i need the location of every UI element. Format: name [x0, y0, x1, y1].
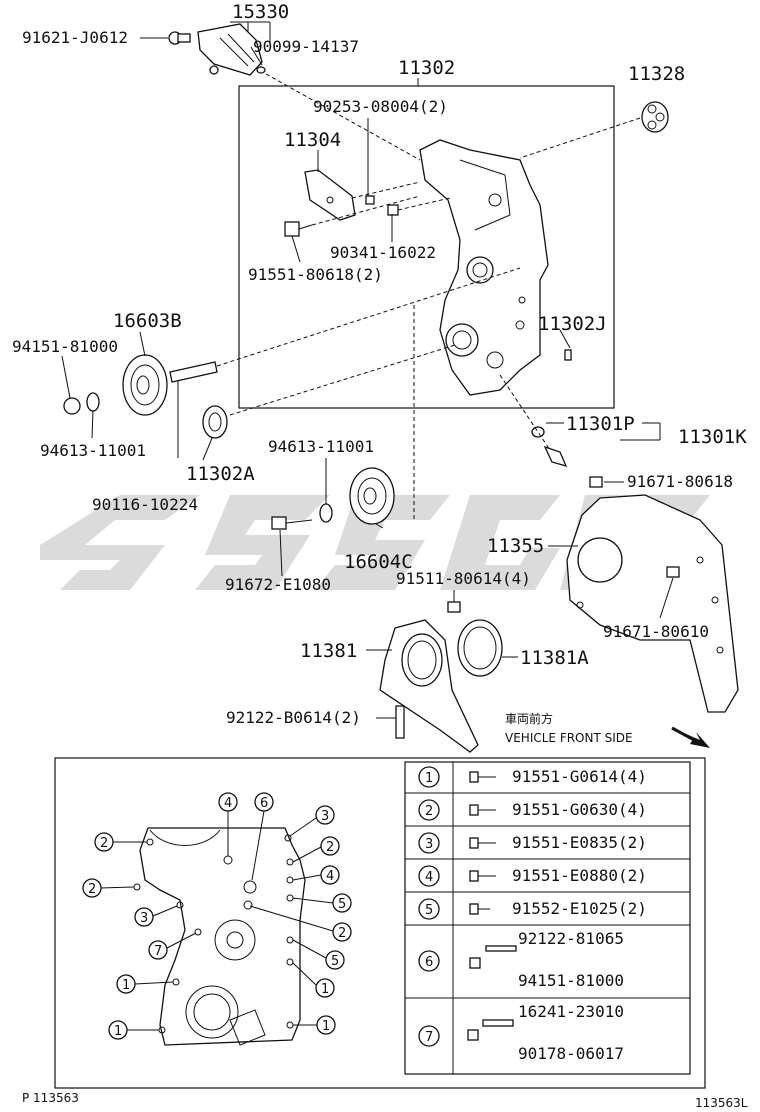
legend-part-6b: 94151-81000 — [518, 971, 624, 990]
label-90253: 90253-08004(2) — [313, 97, 448, 116]
legend-num-4: 4 — [425, 870, 433, 885]
label-11302a: 11302A — [186, 463, 255, 485]
legend-part-5: 91552-E1025(2) — [512, 899, 647, 918]
legend-num-5: 5 — [425, 903, 433, 918]
legend-part-4: 91551-E0880(2) — [512, 866, 647, 885]
label-91671-80610: 91671-80610 — [603, 622, 709, 641]
footer-right: 113563L — [695, 1096, 748, 1110]
callout-2b: 2 — [326, 840, 334, 855]
legend-num-2: 2 — [425, 804, 433, 819]
callout-2a: 2 — [100, 836, 108, 851]
pulley-16604c — [271, 467, 395, 530]
label-11381a: 11381A — [520, 647, 589, 669]
label-16603b: 16603B — [113, 310, 182, 332]
callout-5b: 5 — [331, 954, 339, 969]
bolt-detail-frame — [54, 757, 706, 1089]
legend-num-6: 6 — [425, 955, 433, 970]
bolt-icon — [467, 771, 517, 1041]
callout-7: 7 — [154, 944, 162, 959]
label-92122-b0614: 92122-B0614(2) — [226, 708, 361, 727]
label-90116: 90116-10224 — [92, 495, 198, 514]
label-11302: 11302 — [398, 57, 455, 79]
legend-part-2: 91551-G0630(4) — [512, 800, 647, 819]
label-11328: 11328 — [628, 63, 685, 85]
timing-cover — [419, 139, 549, 396]
legend-part-7b: 90178-06017 — [518, 1044, 624, 1063]
bolt-legend-table: 1 2 3 4 5 6 7 91551-G0614(4) 91551-G0630… — [404, 761, 691, 1075]
front-label-jp: 車両前方 — [505, 711, 553, 726]
label-15330: 15330 — [232, 1, 289, 23]
label-11355: 11355 — [487, 535, 544, 557]
label-94151-81000: 94151-81000 — [12, 337, 118, 356]
sensor-11301k — [531, 426, 568, 468]
end-plate-11355 — [566, 476, 739, 713]
part-labels: 15330 91621-J0612 90099-14137 11302 1132… — [12, 1, 747, 745]
bracket-11304 — [304, 169, 356, 221]
label-90341: 90341-16022 — [330, 243, 436, 262]
oil-control-valve — [168, 23, 266, 76]
idler-16603b — [63, 354, 218, 416]
legend-part-6a: 92122-81065 — [518, 929, 624, 948]
front-direction-arrow-icon — [671, 726, 710, 748]
callout-2c: 2 — [88, 882, 96, 897]
callout-4a: 4 — [224, 796, 232, 811]
callout-2d: 2 — [338, 926, 346, 941]
label-91511: 91511-80614(4) — [396, 569, 531, 588]
bolts-11302 — [284, 195, 572, 361]
label-11301k: 11301K — [678, 426, 747, 448]
gasket-11328 — [641, 101, 669, 133]
label-16604c: 16604C — [344, 551, 413, 573]
label-91621: 91621-J0612 — [22, 28, 128, 47]
cover-detail-outline — [133, 827, 306, 1046]
label-94613-a: 94613-11001 — [268, 437, 374, 456]
label-11302j: 11302J — [538, 313, 607, 335]
callout-1b: 1 — [321, 982, 329, 997]
label-11381: 11381 — [300, 640, 357, 662]
front-label-en: VEHICLE FRONT SIDE — [505, 731, 633, 745]
callout-6: 6 — [260, 796, 268, 811]
label-11304: 11304 — [284, 129, 341, 151]
callout-1c: 1 — [114, 1024, 122, 1039]
callout-1d: 1 — [322, 1019, 330, 1034]
callout-3b: 3 — [140, 911, 148, 926]
seal-11302a — [202, 405, 228, 439]
label-90099: 90099-14137 — [253, 37, 359, 56]
legend-part-3: 91551-E0835(2) — [512, 833, 647, 852]
label-91672: 91672-E1080 — [225, 575, 331, 594]
label-11301p: 11301P — [566, 413, 635, 435]
label-91671-80618: 91671-80618 — [627, 472, 733, 491]
callout-1a: 1 — [122, 978, 130, 993]
legend-part-7a: 16241-23010 — [518, 1002, 624, 1021]
legend-part-1: 91551-G0614(4) — [512, 767, 647, 786]
footer-left: P 113563 — [22, 1091, 79, 1105]
label-91551-80618: 91551-80618(2) — [248, 265, 383, 284]
legend-num-3: 3 — [425, 837, 433, 852]
assembly-frame — [238, 85, 615, 409]
callout-5a: 5 — [338, 897, 346, 912]
seal-retainer-11381 — [379, 601, 503, 753]
legend-num-7: 7 — [425, 1030, 433, 1045]
detail-callouts: 4 6 3 2 2 4 2 5 3 2 7 5 1 1 1 1 — [82, 792, 352, 1040]
callout-4b: 4 — [326, 869, 334, 884]
label-94613-b: 94613-11001 — [40, 441, 146, 460]
leader-lines — [61, 21, 674, 719]
callout-3a: 3 — [321, 809, 329, 824]
legend-num-1: 1 — [425, 771, 433, 786]
